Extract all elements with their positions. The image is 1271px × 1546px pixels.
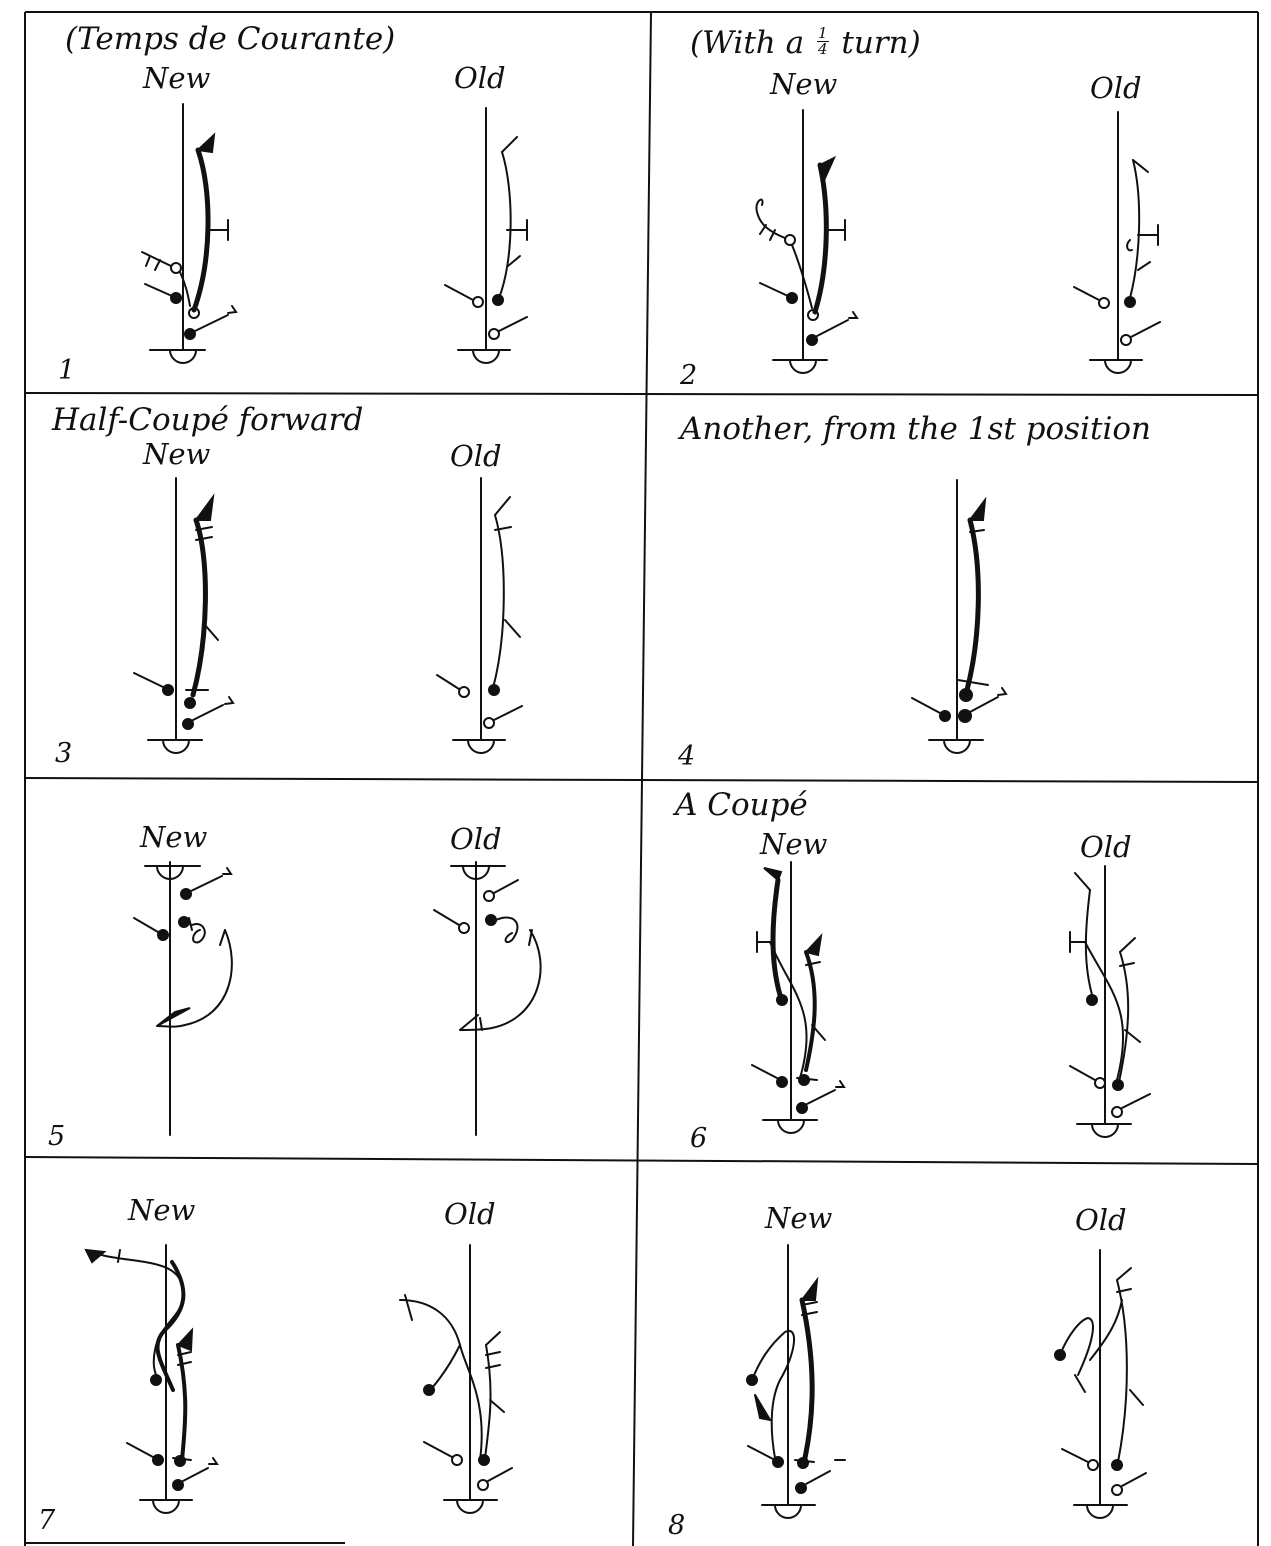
panel2-caption-prefix: (With a [690,25,804,61]
panel3-label-new: New [143,440,210,469]
panel4-caption: Another, from the 1st position [680,414,1151,445]
panel2-caption-suffix: turn) [841,25,920,61]
panel2-label-new: New [770,70,837,99]
figure-panel4 [912,480,1006,753]
row-divider-1 [25,393,1258,395]
panel8-label-new: New [765,1204,832,1233]
panel6-number: 6 [690,1125,707,1152]
figure-panel6-new [752,862,844,1133]
panel8-label-old: Old [1075,1206,1127,1235]
panel5-label-old: Old [450,825,502,854]
panel1-label-new: New [143,64,210,93]
figure-panel3-old [437,478,522,753]
figure-panel1-old [445,108,527,363]
figure-panel2-new [756,110,857,373]
figure-panel7-new [86,1245,217,1513]
panel1-number: 1 [58,357,75,384]
figure-panel8-old [1055,1250,1146,1518]
figure-panel5-old [434,862,541,1135]
figure-panel8-new [747,1245,845,1518]
panel7-number: 7 [38,1507,55,1534]
row-divider-3 [25,1157,1258,1164]
fraction-denominator: 4 [817,42,829,57]
figure-panel6-old [1070,866,1150,1137]
panel5-label-new: New [140,823,207,852]
figure-panel1-new [142,104,236,363]
panel2-number: 2 [680,362,697,389]
panel6-label-new: New [760,830,827,859]
panel4-number: 4 [678,743,695,770]
table-grid-lines [25,12,1258,1546]
panel7-label-old: Old [444,1200,496,1229]
panel1-caption: (Temps de Courante) [65,24,395,55]
panel3-number: 3 [55,740,72,767]
panel2-label-old: Old [1090,74,1142,103]
panel5-number: 5 [48,1123,65,1150]
figure-panel3-new [134,478,233,753]
panel7-label-new: New [128,1196,195,1225]
figure-panel5-new [134,862,232,1135]
panel6-caption: A Coupé [675,790,808,821]
figure-panel2-old [1074,112,1160,373]
panel6-label-old: Old [1080,833,1132,862]
panel1-label-old: Old [454,64,506,93]
panel3-caption: Half-Coupé forward [52,405,363,436]
panel3-label-old: Old [450,442,502,471]
panel8-number: 8 [668,1512,685,1539]
figure-panel7-old [400,1245,512,1513]
